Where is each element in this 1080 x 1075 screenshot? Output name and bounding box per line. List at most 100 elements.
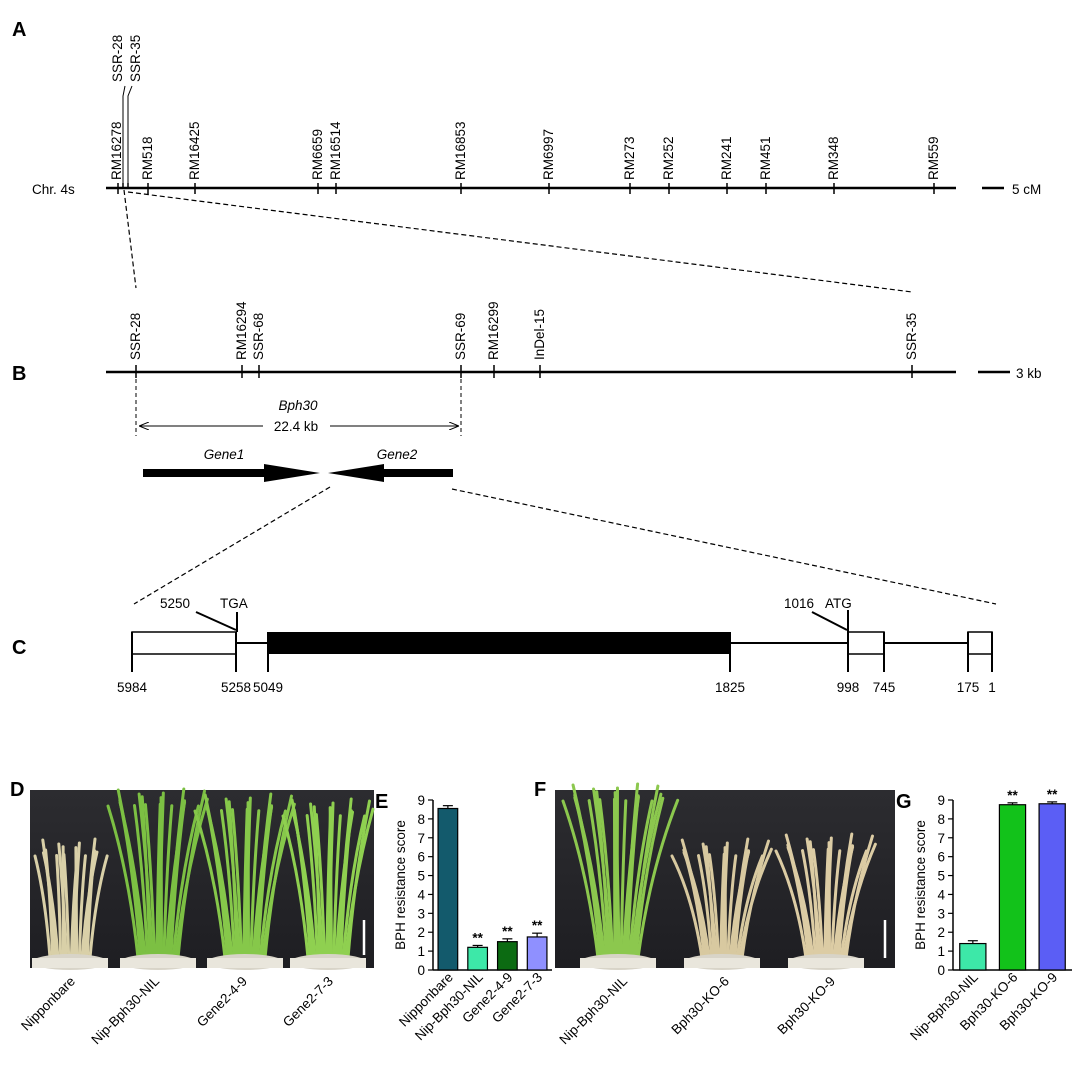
bar-gene2-4-9	[496, 941, 518, 971]
coord-label-5049: 5049	[253, 680, 283, 695]
photo-label-nip-bph30-nil: Nip-Bph30-NIL	[556, 973, 630, 1047]
plants-nip-bph30-nil-leaf	[167, 787, 186, 960]
plants-gene2-7-3	[281, 797, 375, 960]
plants-nipponbare-leaf	[33, 854, 52, 960]
start-leader	[811, 611, 848, 631]
plants-bph30-ko-9-leaf	[839, 849, 868, 960]
coord-label-1825: 1825	[715, 680, 745, 695]
plants-gene2-7-3-leaf	[305, 814, 319, 960]
start-codon: ATG	[825, 596, 852, 611]
y-tick-label-4: 4	[937, 887, 945, 902]
bar-bph30-ko-6	[998, 804, 1027, 971]
plants-nipponbare-leaf	[88, 854, 109, 960]
plants-gene2-4-9-leaf	[205, 806, 234, 960]
marker-label-rm16853: RM16853	[453, 121, 468, 180]
zoom-line-b-right	[451, 488, 997, 605]
coord-label-5984: 5984	[117, 680, 148, 695]
utr5-exon-1	[847, 631, 885, 655]
panel-label-e: E	[375, 791, 388, 813]
marker-label-rm16514: RM16514	[328, 121, 343, 180]
plants-gene2-4-9-pot-rim	[207, 958, 283, 968]
utr3-exon	[131, 631, 237, 655]
plants-gene2-7-3-leaf	[346, 799, 371, 960]
plants-bph30-ko-9-leaf	[837, 844, 855, 960]
plants-bph30-ko-9-leaf	[805, 837, 822, 960]
y-tick-label-6: 6	[937, 850, 945, 865]
plants-nipponbare-leaf	[77, 854, 87, 960]
plants-gene2-7-3-leaf	[281, 814, 310, 960]
plants-gene2-4-9	[193, 792, 296, 960]
plants-bph30-ko-6-leaf	[726, 854, 738, 960]
marker-label-ssr-35: SSR-35	[128, 35, 143, 82]
plants-gene2-7-3-pot-rim	[290, 958, 366, 968]
plants-nip-bph30-nil-leaf	[143, 803, 156, 960]
plants-gene2-4-9-leaf	[249, 809, 261, 960]
plants-bph30-ko-9-leaf	[811, 848, 824, 960]
marker-label-rm559: RM559	[926, 136, 941, 180]
bar-gene2-7-3	[526, 936, 548, 971]
plants-gene2-4-9-leaf	[254, 792, 273, 960]
y-tick-label-5: 5	[937, 869, 945, 884]
plants-bph30-ko-6-leaf	[731, 837, 750, 960]
start-position: 1016	[784, 596, 814, 611]
marker-label-rm451: RM451	[758, 136, 773, 180]
y-axis-label: BPH resistance score	[913, 820, 928, 950]
plants-nipponbare-leaf	[41, 851, 60, 960]
photo-label-nip-bph30-nil: Nip-Bph30-NIL	[88, 973, 162, 1047]
plants-f-nip-bph30-nil	[561, 782, 680, 960]
plants-gene2-4-9-leaf	[258, 809, 287, 960]
plants-bph30-ko-9-leaf	[774, 849, 808, 960]
gene2-arrow	[328, 464, 453, 482]
panel-label-g: G	[896, 791, 912, 813]
fine-marker-label-ssr-68: SSR-68	[251, 313, 266, 360]
y-tick-label-3: 3	[937, 906, 945, 921]
ssr28-connector	[122, 85, 126, 188]
plants-gene2-4-9-leaf	[256, 804, 274, 960]
plants-gene2-7-3-leaf	[314, 813, 326, 960]
plants-f-nip-bph30-nil-leaf	[613, 791, 621, 960]
plants-nipponbare-leaf	[55, 854, 63, 960]
y-tick-label-5: 5	[417, 869, 425, 884]
y-tick-label-1: 1	[417, 944, 425, 959]
plants-f-nip-bph30-nil-leaf	[625, 794, 640, 960]
plants-f-nip-bph30-nil-leaf	[636, 798, 680, 960]
plants-gene2-4-9-leaf	[193, 809, 227, 960]
plants-bph30-ko-6-leaf	[735, 854, 764, 960]
plants-nip-bph30-nil-leaf	[132, 804, 149, 960]
plants-bph30-ko-6-leaf	[733, 849, 751, 960]
plants-nipponbare-leaf	[74, 846, 79, 960]
fine-marker-label-ssr-35: SSR-35	[904, 313, 919, 360]
plants-nip-bph30-nil-leaf	[137, 792, 154, 960]
marker-label-rm241: RM241	[719, 136, 734, 180]
plants-f-nip-bph30-nil-leaf	[619, 799, 628, 960]
marker-label-rm16425: RM16425	[187, 121, 202, 180]
plants-bph30-ko-9-leaf	[786, 846, 815, 960]
plants-gene2-4-9-leaf	[230, 808, 243, 960]
y-tick-label-0: 0	[937, 963, 945, 978]
plants-nip-bph30-nil-leaf	[162, 804, 174, 960]
bar-nip-bph30-nil	[467, 946, 489, 971]
y-tick-label-9: 9	[937, 793, 945, 808]
plants-gene2-7-3-leaf	[291, 811, 317, 960]
coord-label-5258: 5258	[221, 680, 251, 695]
plants-bph30-ko-9	[774, 832, 877, 960]
plants-gene2-4-9-leaf	[263, 794, 293, 960]
plants-nip-bph30-nil-leaf	[171, 804, 200, 960]
plants-bph30-ko-9-leaf	[830, 849, 842, 960]
plant-group-d	[32, 787, 375, 970]
plants-bph30-ko-6-leaf	[740, 839, 770, 960]
y-tick-label-1: 1	[937, 944, 945, 959]
plants-nipponbare	[33, 837, 109, 960]
plants-bph30-ko-6-leaf	[682, 851, 711, 960]
plants-nip-bph30-nil-leaf	[176, 789, 206, 960]
bar-nip-bph30-nil	[959, 942, 987, 971]
panel-label-c: C	[12, 637, 26, 659]
significance-gene2-7-3: **	[532, 918, 543, 933]
plants-f-nip-bph30-nil-leaf	[573, 796, 606, 960]
plants-bph30-ko-6-leaf	[701, 842, 718, 960]
plants-bph30-ko-9-leaf	[835, 832, 854, 960]
